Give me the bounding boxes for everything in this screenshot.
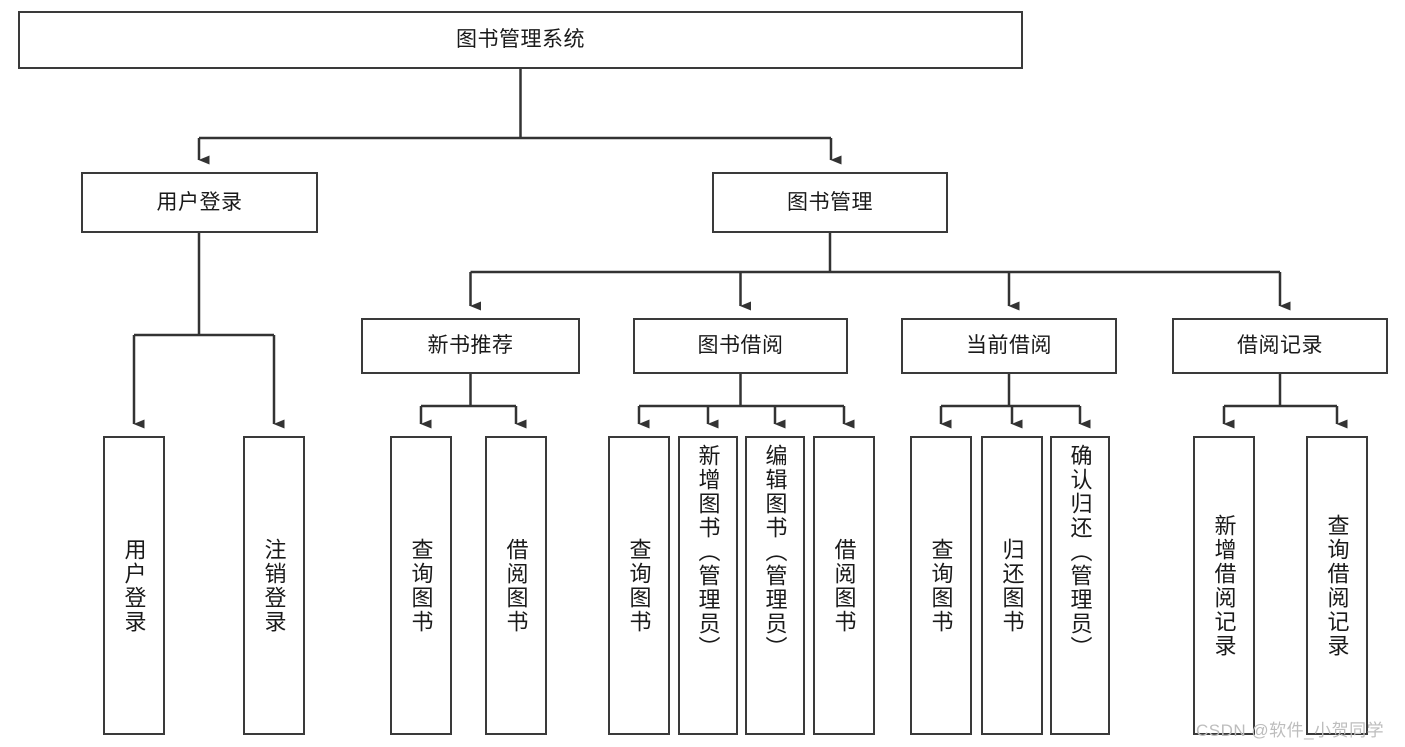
node-leaf-add-borrow-record[interactable]: 新增借阅记录 (1193, 436, 1255, 735)
node-borrow-record-label: 借阅记录 (1237, 334, 1323, 358)
node-borrow-record[interactable]: 借阅记录 (1172, 318, 1388, 374)
node-leaf-confirm-return[interactable]: 确认归还（管理员） (1050, 436, 1110, 735)
node-leaf-borrow-book-2[interactable]: 借阅图书 (813, 436, 875, 735)
node-leaf-query-book-3[interactable]: 查询图书 (910, 436, 972, 735)
node-leaf-borrow-book-1-label: 借阅图书 (503, 537, 529, 634)
node-current-borrow[interactable]: 当前借阅 (901, 318, 1117, 374)
node-leaf-query-book-2-label: 查询图书 (626, 537, 652, 634)
node-root-label: 图书管理系统 (456, 28, 585, 52)
node-book-manage-label: 图书管理 (787, 190, 873, 214)
node-leaf-return-book[interactable]: 归还图书 (981, 436, 1043, 735)
node-leaf-user-logout-label: 注销登录 (261, 537, 287, 634)
node-leaf-query-book-1-label: 查询图书 (408, 537, 434, 634)
node-leaf-confirm-return-label: 确认归还（管理员） (1067, 444, 1093, 660)
node-leaf-borrow-book-1[interactable]: 借阅图书 (485, 436, 547, 735)
node-leaf-query-borrow-record-label: 查询借阅记录 (1324, 513, 1350, 658)
node-leaf-user-login-label: 用户登录 (121, 537, 147, 634)
node-leaf-query-borrow-record[interactable]: 查询借阅记录 (1306, 436, 1368, 735)
node-leaf-edit-book[interactable]: 编辑图书（管理员） (745, 436, 805, 735)
csdn-watermark: CSDN @软件_小贺同学 (1196, 721, 1385, 740)
node-leaf-query-book-3-label: 查询图书 (928, 537, 954, 634)
node-leaf-return-book-label: 归还图书 (999, 537, 1025, 634)
node-leaf-query-book-2[interactable]: 查询图书 (608, 436, 670, 735)
node-leaf-user-login[interactable]: 用户登录 (103, 436, 165, 735)
node-user-login[interactable]: 用户登录 (81, 172, 318, 233)
node-leaf-add-book-label: 新增图书（管理员） (695, 444, 721, 660)
node-leaf-edit-book-label: 编辑图书（管理员） (762, 444, 788, 660)
node-leaf-user-logout[interactable]: 注销登录 (243, 436, 305, 735)
node-user-login-label: 用户登录 (156, 190, 243, 214)
node-leaf-borrow-book-2-label: 借阅图书 (831, 537, 857, 634)
node-current-borrow-label: 当前借阅 (966, 334, 1052, 358)
node-leaf-add-book[interactable]: 新增图书（管理员） (678, 436, 738, 735)
node-new-book-recommend[interactable]: 新书推荐 (361, 318, 580, 374)
node-leaf-add-borrow-record-label: 新增借阅记录 (1211, 513, 1237, 658)
node-root[interactable]: 图书管理系统 (18, 11, 1023, 69)
node-book-borrow[interactable]: 图书借阅 (633, 318, 848, 374)
node-leaf-query-book-1[interactable]: 查询图书 (390, 436, 452, 735)
node-book-manage[interactable]: 图书管理 (712, 172, 948, 233)
node-new-book-recommend-label: 新书推荐 (427, 334, 514, 358)
node-book-borrow-label: 图书借阅 (697, 334, 784, 358)
